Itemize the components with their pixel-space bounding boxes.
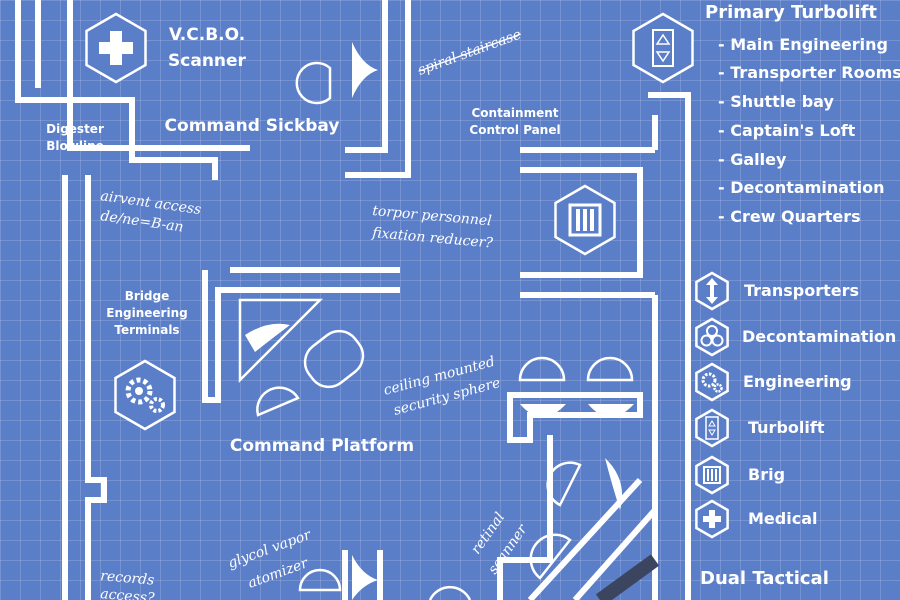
bridge-eng-label-2: Engineering <box>106 306 187 320</box>
turbolift-panel: Primary Turbolift - Main Engineering - T… <box>705 2 900 226</box>
digester-label-2: Blowline <box>46 139 104 153</box>
command-sickbay-label: Command Sickbay <box>165 116 340 136</box>
turbolift-stop: - Decontamination <box>718 178 885 197</box>
containment-label-2: Control Panel <box>469 123 560 137</box>
medical-hex <box>85 12 147 84</box>
turbolift-stop: - Shuttle bay <box>718 92 834 111</box>
records-note-1: records <box>100 568 155 589</box>
legend-label: Brig <box>748 465 785 484</box>
biohazard-icon <box>695 317 729 357</box>
torpor-note-2: fixation reducer? <box>371 225 494 252</box>
legend: Transporters Decontamination Engineering… <box>695 271 896 539</box>
turbolift-stop: - Captain's Loft <box>718 121 856 140</box>
legend-label: Decontamination <box>742 327 896 346</box>
furniture <box>238 42 634 600</box>
legend-label: Medical <box>748 509 817 528</box>
bridge-eng-label-3: Terminals <box>114 323 179 337</box>
digester-label-1: Digester <box>46 122 104 136</box>
brig-icon <box>695 455 729 495</box>
turbolift-stop: - Transporter Rooms <box>718 63 900 82</box>
legend-label: Engineering <box>743 372 852 391</box>
turbolift-icon <box>695 408 729 448</box>
gears-icon <box>695 362 729 402</box>
turbolift-stop: - Main Engineering <box>718 35 888 54</box>
dual-tactical-label: Dual Tactical <box>700 568 829 589</box>
vcbo-label-2: Scanner <box>168 51 247 71</box>
command-platform-label: Command Platform <box>230 436 414 456</box>
containment-label-1: Containment <box>471 106 558 120</box>
spiral-note: spiral staircase <box>416 27 524 79</box>
legend-label: Transporters <box>744 281 859 300</box>
bridge-eng-label-1: Bridge <box>125 289 170 303</box>
coolant-pipe <box>595 554 660 600</box>
turbolift-title: Primary Turbolift <box>705 2 877 23</box>
engineering-hex <box>114 359 176 431</box>
torpor-note-1: torpor personnel <box>372 203 493 229</box>
brig-hex <box>554 184 616 256</box>
records-note-2: access? <box>100 586 156 600</box>
room-labels: V.C.B.O. Scanner Command Sickbay Digeste… <box>46 25 560 456</box>
turbolift-hex <box>632 12 694 84</box>
legend-label: Turbolift <box>748 418 825 437</box>
turbolift-stop: - Crew Quarters <box>718 207 861 226</box>
vcbo-label-1: V.C.B.O. <box>169 25 245 45</box>
walls <box>15 0 691 600</box>
turbolift-stop: - Galley <box>718 150 787 169</box>
medical-cross-icon <box>695 499 729 539</box>
transporter-icon <box>695 271 729 311</box>
